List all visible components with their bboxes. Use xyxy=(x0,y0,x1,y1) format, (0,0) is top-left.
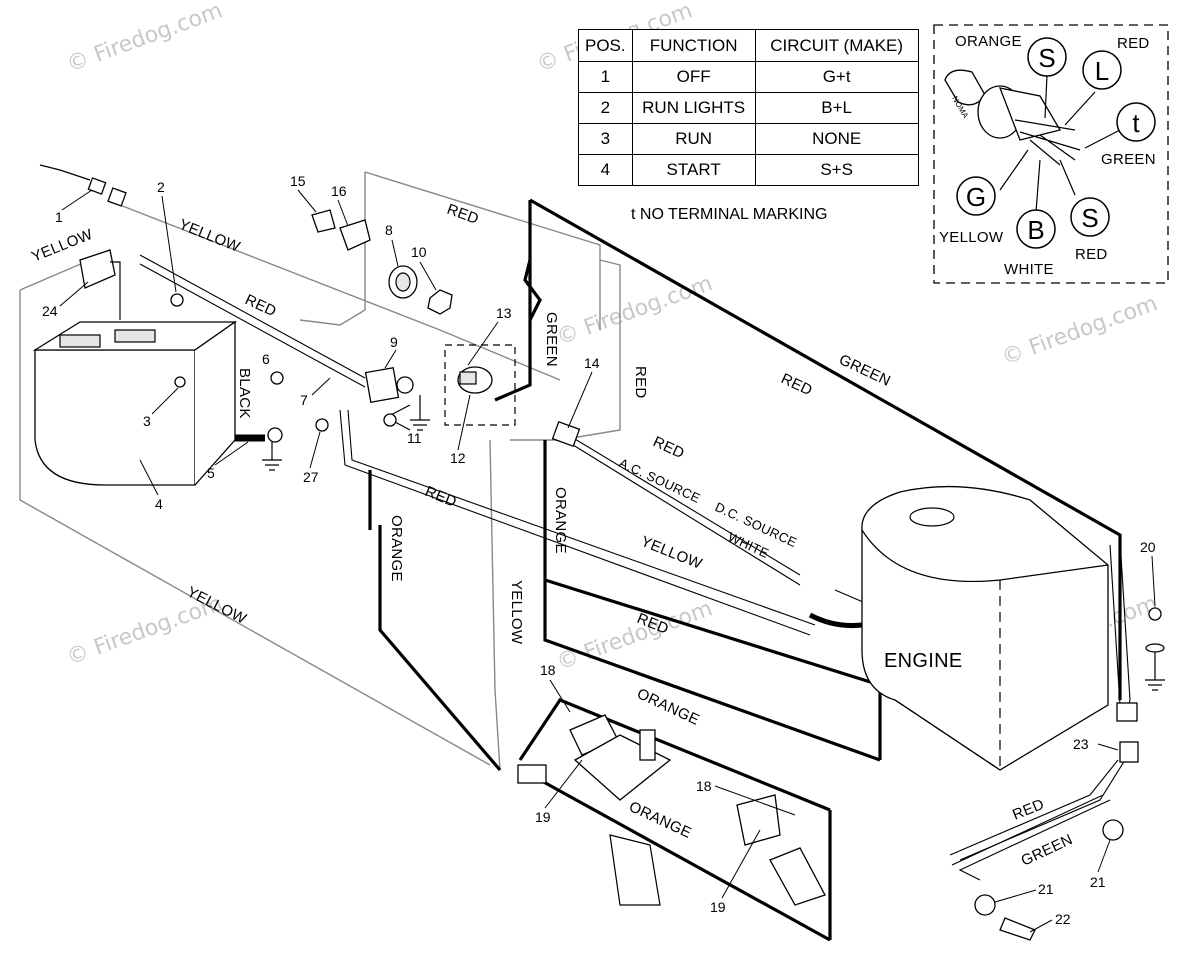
table-cell: START xyxy=(631,154,756,186)
part-number: 27 xyxy=(303,469,319,485)
table-note: t NO TERMINAL MARKING xyxy=(631,206,828,223)
engine-label: ENGINE xyxy=(884,650,962,672)
wire-label-red: RED xyxy=(650,433,687,462)
wire-label-red: RED xyxy=(423,483,460,511)
table-cell: 3 xyxy=(578,123,633,155)
wire-label-red: RED xyxy=(445,201,481,228)
table-cell: 4 xyxy=(578,154,633,186)
table-row: 3 RUN NONE xyxy=(578,123,919,155)
part-number: 4 xyxy=(155,496,163,512)
part-number: 1 xyxy=(55,209,63,225)
part-number: 23 xyxy=(1073,736,1089,752)
ground-icon xyxy=(410,395,430,431)
part-number: 22 xyxy=(1055,911,1071,927)
table-cell: S+S xyxy=(754,154,919,186)
part-number: 21 xyxy=(1038,881,1054,897)
part-number: 3 xyxy=(143,413,151,429)
switch-position-table: POS. FUNCTION CIRCUIT (MAKE) 1 OFF G+t 2… xyxy=(578,29,919,186)
part-number: 6 xyxy=(262,351,270,367)
inset-label-yellow: YELLOW xyxy=(939,229,1004,246)
terminal-s: S xyxy=(1081,203,1098,233)
table-row: 2 RUN LIGHTS B+L xyxy=(578,92,919,124)
part-number: 12 xyxy=(450,450,466,466)
wire-label-orange: ORANGE xyxy=(552,487,569,554)
table-cell: RUN LIGHTS xyxy=(631,92,756,124)
column-header: CIRCUIT (MAKE) xyxy=(754,29,919,62)
column-header: POS. xyxy=(578,29,633,62)
part-number: 11 xyxy=(407,430,422,446)
wire-label-yellow: YELLOW xyxy=(508,580,525,645)
table-cell: B+L xyxy=(754,92,919,124)
terminal-l: L xyxy=(1095,56,1109,86)
yellow-harness xyxy=(19,171,621,771)
part-number: 18 xyxy=(540,662,556,678)
part-number: 7 xyxy=(300,392,308,408)
ground-icon xyxy=(1145,650,1165,691)
engine-wire xyxy=(808,612,863,628)
terminal-t: t xyxy=(1132,108,1140,138)
inset-label-red: RED xyxy=(1117,35,1150,52)
part-number: 2 xyxy=(157,179,165,195)
part-number: 20 xyxy=(1140,539,1156,555)
terminal-g: G xyxy=(966,182,986,212)
part-number: 19 xyxy=(535,809,551,825)
engine-block: ENGINE xyxy=(861,485,1109,771)
hardware-parts xyxy=(39,164,1165,941)
table-cell: OFF xyxy=(631,61,756,93)
watermark: © Firedog.com xyxy=(64,0,226,78)
table-header-row: POS. FUNCTION CIRCUIT (MAKE) xyxy=(578,29,919,62)
wire-label-yellow: YELLOW xyxy=(177,216,244,256)
part-number: 10 xyxy=(411,244,427,260)
part-number: 14 xyxy=(584,355,600,371)
wire-label-green: GREEN xyxy=(1019,831,1076,870)
inset-label-green: GREEN xyxy=(1101,151,1156,168)
part-number: 18 xyxy=(696,778,712,794)
table-cell: RUN xyxy=(631,123,756,155)
wire-label-red: RED xyxy=(778,370,815,399)
table-row: 4 START S+S xyxy=(578,154,919,186)
terminal-b: B xyxy=(1027,215,1044,245)
part-number: 5 xyxy=(207,465,215,481)
watermark: © Firedog.com xyxy=(554,271,716,350)
part-number: 13 xyxy=(496,305,512,321)
part-number: 21 xyxy=(1090,874,1106,890)
part-number: 15 xyxy=(290,173,306,189)
wire-label-yellow: YELLOW xyxy=(639,533,706,573)
table-cell: 2 xyxy=(578,92,633,124)
table-cell: 1 xyxy=(578,61,633,93)
part-number: 8 xyxy=(385,222,393,238)
inset-label-white: WHITE xyxy=(1004,261,1054,278)
wire-label-black: BLACK xyxy=(236,368,253,419)
part-number: 9 xyxy=(390,334,398,350)
battery xyxy=(32,249,238,486)
watermark: © Firedog.com xyxy=(999,291,1161,370)
inset-label-red: RED xyxy=(1075,246,1108,263)
wire-label-red: RED xyxy=(632,366,649,399)
table-row: 1 OFF G+t xyxy=(578,61,919,93)
switch-inset: NOMA S L t G B S ORANGE RED GREEN YELLOW… xyxy=(933,24,1169,284)
part-number: 24 xyxy=(42,303,58,319)
wire-label-red: RED xyxy=(1010,796,1047,824)
wire-label-green: GREEN xyxy=(836,351,893,390)
wire-label-orange: ORANGE xyxy=(626,798,694,842)
part-number: 16 xyxy=(331,183,347,199)
wire-label-green: GREEN xyxy=(543,312,560,367)
ground-icon xyxy=(262,440,282,471)
column-header: FUNCTION xyxy=(631,29,756,62)
part-number: 19 xyxy=(710,899,726,915)
inset-label-orange: ORANGE xyxy=(955,33,1022,50)
table-cell: G+t xyxy=(754,61,919,93)
part-callouts: 1 2 3 4 5 6 7 8 9 10 11 12 13 14 15 16 1… xyxy=(42,173,1156,933)
wire-label-orange: ORANGE xyxy=(388,515,405,582)
ground-symbols xyxy=(262,395,1165,691)
table-cell: NONE xyxy=(754,123,919,155)
terminal-s: S xyxy=(1038,43,1055,73)
wire-label-red: RED xyxy=(242,291,279,320)
